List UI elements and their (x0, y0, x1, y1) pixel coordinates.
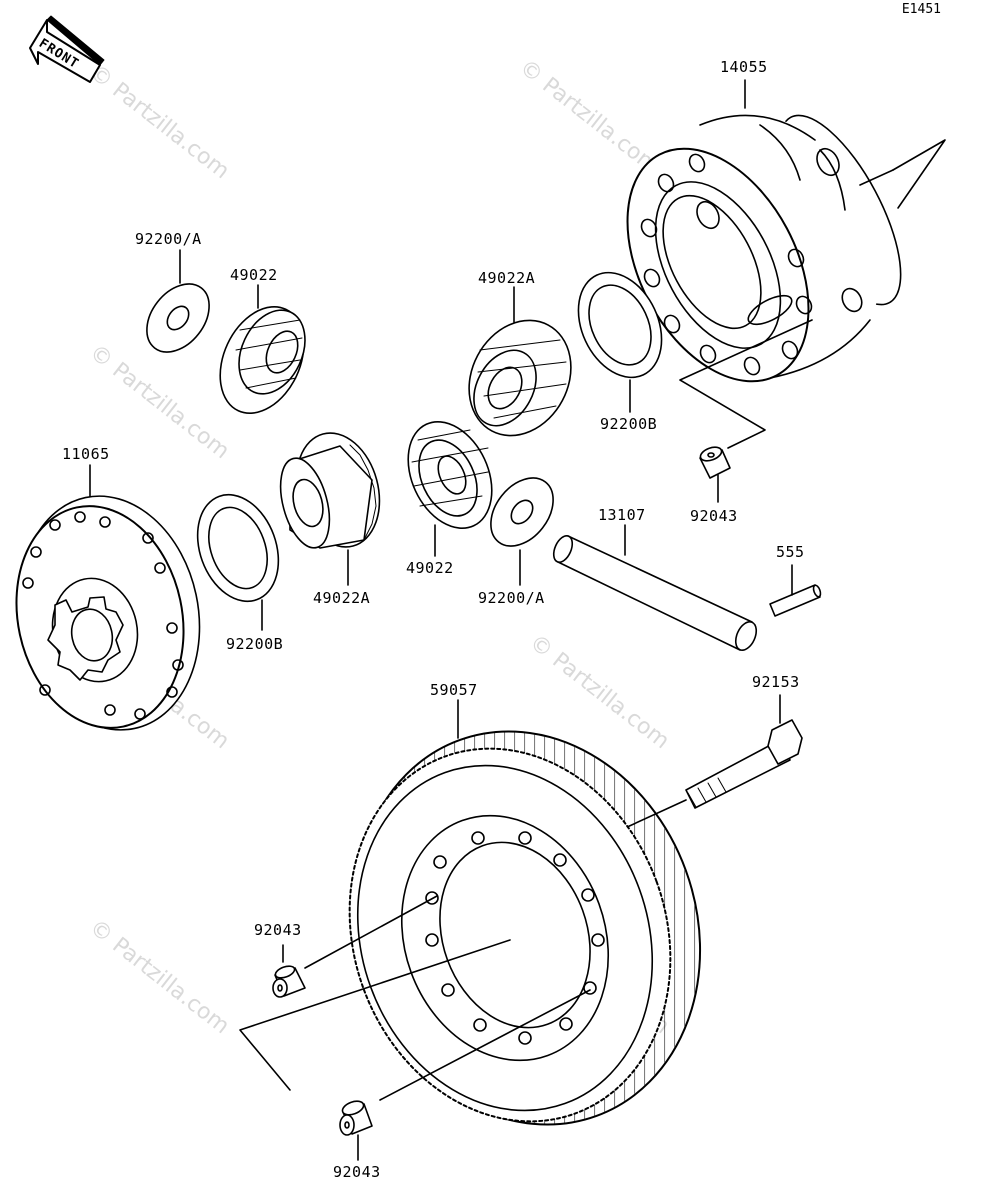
part-label-92200b-left: 92200B (226, 635, 284, 653)
part-label-14055: 14055 (720, 58, 768, 76)
part-label-92043-bottom: 92043 (333, 1163, 381, 1181)
side-gear-49022a-bottom (279, 432, 381, 586)
side-gear-49022a-top (468, 286, 572, 437)
diagram-code: E1451 (901, 2, 941, 17)
pinion-gear-49022-top (219, 284, 306, 415)
part-label-11065: 11065 (62, 445, 110, 463)
part-label-92200a-bottom: 92200/A (478, 589, 545, 607)
washer-92200a-bottom (490, 477, 554, 586)
part-label-92153: 92153 (752, 673, 800, 691)
pin-92043-bottom (339, 1100, 373, 1161)
pinion-gear-49022-bottom (407, 420, 493, 557)
part-label-92043-left: 92043 (254, 921, 302, 939)
pin-92043-right (699, 446, 731, 503)
part-label-92043-right: 92043 (690, 507, 738, 525)
part-label-13107: 13107 (598, 506, 646, 524)
ring-gear-59057 (239, 699, 702, 1126)
part-label-49022-top: 49022 (230, 266, 278, 284)
part-label-49022-bottom: 49022 (406, 559, 454, 577)
washer-92200a-top (146, 249, 210, 353)
part-label-49022a-top: 49022A (478, 269, 536, 287)
part-label-555: 555 (776, 543, 805, 561)
pin-555 (769, 564, 822, 617)
part-label-92200b-right: 92200B (600, 415, 658, 433)
case-cover-11065 (15, 464, 201, 731)
front-arrow-icon (29, 15, 105, 83)
shaft-13107 (552, 524, 758, 651)
differential-case-14055 (626, 79, 946, 449)
part-label-59057: 59057 (430, 681, 478, 699)
thrust-washer-92200b-left (196, 493, 280, 631)
pin-92043-left (272, 944, 306, 998)
part-label-49022a-bottom: 49022A (313, 589, 371, 607)
thrust-washer-92200b-right (577, 271, 663, 413)
part-label-92200a-top: 92200/A (135, 230, 202, 248)
